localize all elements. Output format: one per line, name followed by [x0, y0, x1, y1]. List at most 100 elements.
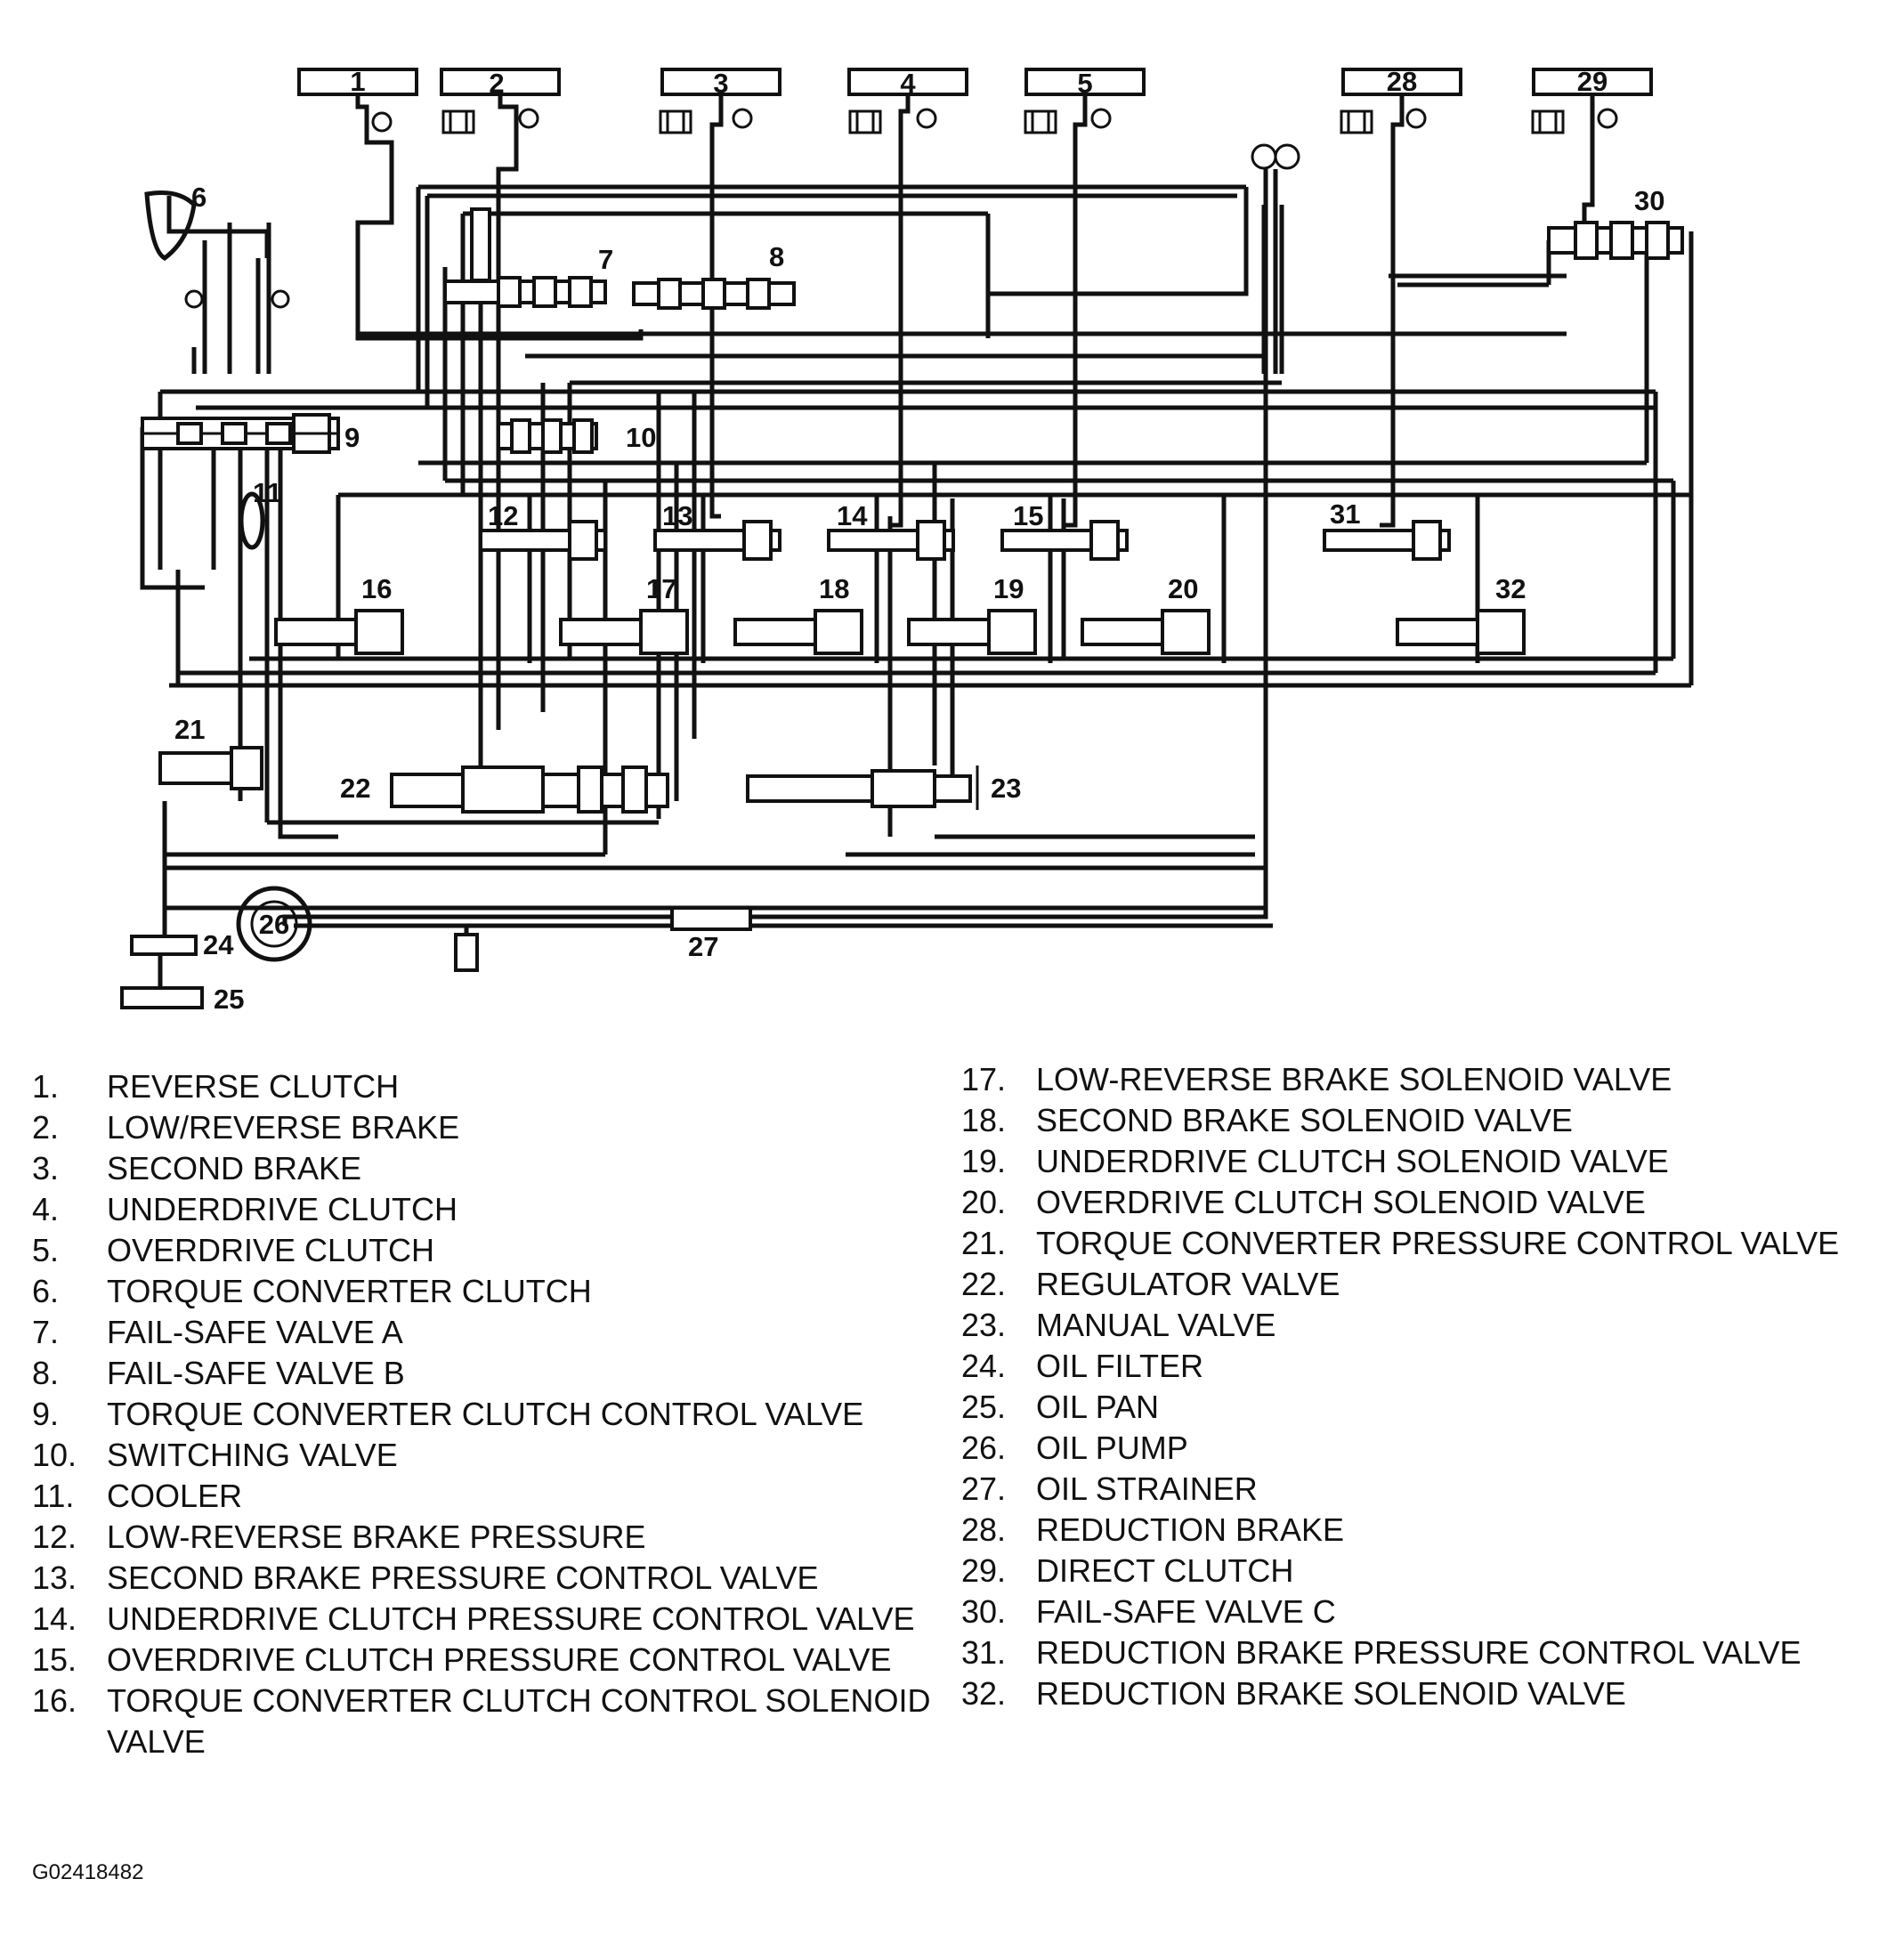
legend-number: 10. [32, 1437, 77, 1473]
legend-number: 27. [961, 1470, 1007, 1507]
label-3: 3 [713, 68, 728, 99]
group-dividers [527, 495, 1480, 663]
legend-item: 1. REVERSE CLUTCH [32, 1066, 931, 1107]
legend-text: UNDERDRIVE CLUTCH [107, 1191, 458, 1227]
label-15: 15 [1013, 500, 1043, 531]
legend-item: 16. TORQUE CONVERTER CLUTCH CONTROL SOLEN… [32, 1681, 931, 1762]
legend-number: 19. [961, 1143, 1007, 1179]
legend-text: REDUCTION BRAKE PRESSURE CONTROL VALVE [1036, 1634, 1802, 1671]
legend-text: REDUCTION BRAKE SOLENOID VALVE [1036, 1675, 1626, 1712]
legend-item: 21. TORQUE CONVERTER PRESSURE CONTROL VAL… [961, 1223, 1887, 1264]
oil-pan [120, 954, 204, 1009]
relief-valve [454, 926, 479, 972]
legend-number: 16. [32, 1682, 77, 1719]
box-underdrive-clutch [847, 68, 968, 96]
valve-23 [746, 765, 979, 810]
label-7: 7 [598, 244, 613, 275]
valve-22 [390, 765, 669, 814]
solenoid-valves [274, 609, 1526, 655]
legend-text: FAIL-SAFE VALVE C [1036, 1593, 1336, 1630]
legend-text: TORQUE CONVERTER CLUTCH CONTROL VALVE [107, 1396, 864, 1432]
legend-number: 25. [961, 1389, 1007, 1425]
legend-text: TORQUE CONVERTER PRESSURE CONTROL VALVE [1036, 1225, 1840, 1261]
legend-number: 5. [32, 1232, 60, 1268]
legend-text: LOW-REVERSE BRAKE PRESSURE [107, 1519, 646, 1555]
diagram-labels: 1 2 3 4 5 6 7 8 9 10 11 12 13 14 15 16 1… [174, 66, 1664, 1015]
legend-number: 26. [961, 1430, 1007, 1466]
legend-item: 19.UNDERDRIVE CLUTCH SOLENOID VALVE [961, 1141, 1887, 1182]
valve-7 [443, 207, 607, 308]
legend-text: OVERDRIVE CLUTCH PRESSURE CONTROL VALVE [107, 1641, 892, 1678]
legend-text: UNDERDRIVE CLUTCH PRESSURE CONTROL VALVE [107, 1600, 915, 1637]
legend-text: OVERDRIVE CLUTCH SOLENOID VALVE [1036, 1184, 1646, 1220]
legend-number: 28. [961, 1511, 1007, 1548]
legend-text: COOLER [107, 1478, 243, 1514]
label-8: 8 [769, 241, 784, 272]
oil-filter [130, 935, 198, 956]
legend-item: 4. UNDERDRIVE CLUTCH [32, 1189, 931, 1230]
legend-item: 6.TORQUE CONVERTER CLUTCH [32, 1271, 931, 1312]
valve-8 [632, 278, 796, 310]
legend-text: FAIL-SAFE VALVE B [107, 1355, 405, 1391]
legend-item: 13.SECOND BRAKE PRESSURE CONTROL VALVE [32, 1558, 931, 1599]
cooler [239, 491, 265, 550]
label-25: 25 [214, 984, 244, 1015]
legend-number: 14. [32, 1600, 77, 1637]
legend-item: 18. SECOND BRAKE SOLENOID VALVE [961, 1100, 1887, 1141]
legend-item: 31.REDUCTION BRAKE PRESSURE CONTROL VALV… [961, 1632, 1887, 1673]
legend-item: 29.DIRECT CLUTCH [961, 1551, 1887, 1591]
legend-number: 23. [961, 1307, 1007, 1343]
legend-item: 20. OVERDRIVE CLUTCH SOLENOID VALVE [961, 1182, 1887, 1223]
legend-item: 11.COOLER [32, 1476, 931, 1517]
spool-valves [141, 207, 1684, 814]
legend-text: OIL FILTER [1036, 1348, 1204, 1384]
label-5: 5 [1077, 68, 1092, 99]
legend-text: REVERSE CLUTCH [107, 1068, 400, 1105]
legend-text: SECOND BRAKE SOLENOID VALVE [1036, 1102, 1573, 1138]
legend-number: 20. [961, 1184, 1007, 1220]
legend-text: MANUAL VALVE [1036, 1307, 1276, 1343]
legend-text: OIL PAN [1036, 1389, 1160, 1425]
legend-text: REGULATOR VALVE [1036, 1266, 1340, 1302]
legend-number: 32. [961, 1675, 1007, 1712]
legend-number: 30. [961, 1593, 1007, 1630]
legend-number: 21. [961, 1225, 1007, 1261]
legend-text: REDUCTION BRAKE [1036, 1511, 1345, 1548]
legend-item: 24. OIL FILTER [961, 1346, 1887, 1387]
legend-text: TORQUE CONVERTER CLUTCH CONTROL SOLENOID… [107, 1682, 931, 1760]
label-13: 13 [662, 500, 692, 531]
label-21: 21 [174, 714, 205, 745]
label-9: 9 [344, 422, 360, 453]
legend-number: 1. [32, 1068, 60, 1105]
label-2: 2 [489, 68, 504, 99]
label-26: 26 [259, 909, 289, 940]
hydraulic-circuit-diagram: 1 2 3 4 5 6 7 8 9 10 11 12 13 14 15 16 1… [120, 66, 1694, 1015]
legend-item: 32. REDUCTION BRAKE SOLENOID VALVE [961, 1673, 1887, 1714]
legend-text: SECOND BRAKE [107, 1150, 362, 1187]
legend-item: 22.REGULATOR VALVE [961, 1264, 1887, 1305]
legend-number: 4. [32, 1191, 60, 1227]
legend-item: 9.TORQUE CONVERTER CLUTCH CONTROL VALVE [32, 1394, 931, 1435]
legend-number: 2. [32, 1109, 60, 1146]
label-12: 12 [488, 500, 518, 531]
legend-number: 7. [32, 1314, 60, 1350]
label-4: 4 [900, 68, 916, 99]
legend-number: 13. [32, 1559, 77, 1596]
label-29: 29 [1577, 66, 1608, 97]
legend-item: 25. OIL PAN [961, 1387, 1887, 1428]
label-1: 1 [350, 66, 365, 97]
legend-text: SWITCHING VALVE [107, 1437, 398, 1473]
legend-number: 3. [32, 1150, 60, 1187]
legend-item: 17.LOW-REVERSE BRAKE SOLENOID VALVE [961, 1059, 1887, 1100]
label-27: 27 [688, 931, 718, 962]
legend-item: 3. SECOND BRAKE [32, 1148, 931, 1189]
legend-text: FAIL-SAFE VALVE A [107, 1314, 403, 1350]
label-23: 23 [991, 773, 1021, 804]
legend-number: 12. [32, 1519, 77, 1555]
legend-number: 24. [961, 1348, 1007, 1384]
legend-number: 18. [961, 1102, 1007, 1138]
label-16: 16 [361, 573, 392, 604]
label-17: 17 [646, 573, 676, 604]
